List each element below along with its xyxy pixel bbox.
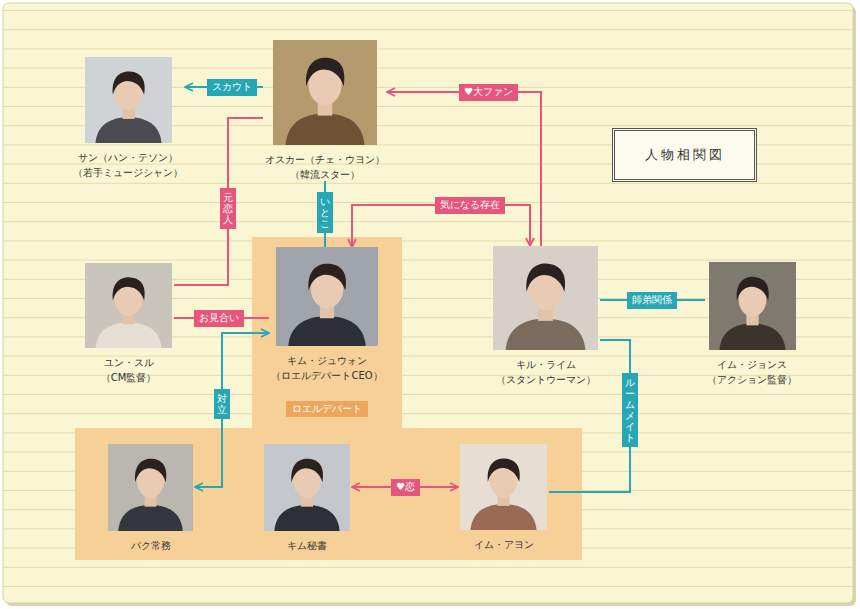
relation-line: [195, 333, 269, 487]
character-role: （韓流スター）: [290, 168, 360, 181]
character-name: オスカー（チェ・ウヨン）: [265, 153, 385, 166]
relation-label: 師弟関係: [627, 292, 677, 309]
portrait-photo: [460, 444, 547, 530]
photo-hair: [112, 72, 144, 95]
relation-label: 対立: [214, 389, 230, 419]
relation-line: [174, 118, 263, 285]
character-card: イム・アヨン: [458, 444, 549, 551]
name-line: キム・ジュウォン: [269, 352, 385, 367]
portrait-photo: [273, 40, 377, 145]
photo-ground: [85, 263, 172, 348]
character-name: ユン・スル: [104, 356, 154, 369]
name-line: オスカー（チェ・ウヨン）: [263, 151, 387, 166]
relation-label: 元恋人: [220, 188, 236, 229]
photo-ground: [108, 444, 193, 531]
character-card: キム・ジュウォン （ロエルデパートCEO）: [269, 247, 385, 382]
character-card: キル・ライム （スタントウーマン）: [491, 246, 600, 386]
portrait-photo: [85, 57, 172, 143]
photo-shoulders: [506, 319, 586, 350]
photo-ground: [276, 247, 378, 346]
title-box: 人物相関図: [612, 128, 757, 182]
character-role: （ロエルデパートCEO）: [271, 369, 382, 382]
photo-ground: [493, 246, 598, 350]
name-line: イム・アヨン: [458, 536, 549, 551]
portrait-photo: [709, 262, 796, 350]
photo-shoulders: [470, 504, 536, 530]
paper-sheet: [3, 3, 853, 603]
relation-line: [387, 92, 541, 246]
character-name: イム・アヨン: [474, 538, 534, 551]
name-line: （ロエルデパートCEO）: [269, 367, 385, 382]
name-line: イム・ジョンス: [705, 356, 799, 371]
photo-shoulders: [95, 117, 161, 143]
relation-label: いとこ: [317, 192, 333, 233]
name-line: （アクション監督）: [705, 371, 799, 386]
photo-hair: [526, 264, 565, 292]
relation-label: ♥恋: [391, 479, 420, 496]
character-role: （アクション監督）: [707, 373, 797, 386]
photo-shoulders: [719, 324, 785, 350]
photo-shoulders: [274, 505, 339, 531]
photo-ground: [709, 262, 796, 350]
character-name: イム・ジョンス: [717, 358, 787, 371]
relation-label: 気になる存在: [435, 197, 505, 214]
title-text: 人物相関図: [645, 146, 725, 164]
portrait-photo: [108, 444, 193, 531]
character-card: サン（ハン・テソン） （若手ミュージシャン）: [71, 57, 185, 179]
character-name: パク常務: [131, 539, 171, 552]
portrait-photo: [264, 444, 350, 531]
relation-label: ルームメイト: [622, 373, 638, 447]
name-line: キル・ライム: [491, 356, 600, 371]
group-label: ロエルデパート: [286, 401, 368, 417]
photo-shoulders: [285, 114, 364, 146]
name-line: サン（ハン・テソン）: [71, 149, 185, 164]
name-line: （若手ミュージシャン）: [71, 164, 185, 179]
character-role: （CM監督）: [101, 371, 157, 384]
photo-ground: [264, 444, 350, 531]
paper-rules: [4, 4, 852, 602]
name-line: （スタントウーマン）: [491, 371, 600, 386]
photo-hair: [113, 277, 145, 300]
character-card: イム・ジョンス （アクション監督）: [705, 262, 799, 386]
portrait-photo: [85, 263, 172, 348]
photo-shoulders: [118, 505, 183, 531]
name-line: （CM監督）: [83, 369, 174, 384]
character-card: キム秘書: [262, 444, 352, 552]
character-card: ユン・スル （CM監督）: [83, 263, 174, 384]
portrait-photo: [276, 247, 378, 346]
character-name: キム・ジュウォン: [287, 354, 367, 367]
photo-hair: [308, 264, 346, 291]
character-role: （スタントウーマン）: [496, 373, 596, 386]
photo-hair: [488, 459, 520, 482]
paper-shadow: [6, 6, 856, 606]
name-line: パク常務: [106, 537, 195, 552]
relation-label: スカウト: [207, 79, 257, 96]
portrait-photo: [493, 246, 598, 350]
photo-hair: [291, 459, 323, 483]
photo-ground: [460, 444, 547, 530]
photo-shoulders: [288, 316, 366, 346]
character-card: パク常務: [106, 444, 195, 552]
character-role: （若手ミュージシャン）: [73, 166, 183, 179]
name-line: ユン・スル: [83, 354, 174, 369]
character-name: キル・ライム: [516, 358, 576, 371]
photo-ground: [273, 40, 377, 145]
photo-hair: [736, 277, 768, 301]
photo-hair: [306, 58, 344, 86]
photo-hair: [135, 459, 166, 483]
relation-label: ♥大ファン: [459, 84, 518, 101]
relation-label: お見合い: [194, 310, 244, 327]
name-line: （韓流スター）: [263, 166, 387, 181]
character-card: オスカー（チェ・ウヨン） （韓流スター）: [263, 40, 387, 181]
character-name: サン（ハン・テソン）: [78, 151, 178, 164]
photo-shoulders: [95, 323, 161, 349]
photo-ground: [85, 57, 172, 143]
name-line: キム秘書: [262, 537, 352, 552]
character-name: キム秘書: [287, 539, 327, 552]
